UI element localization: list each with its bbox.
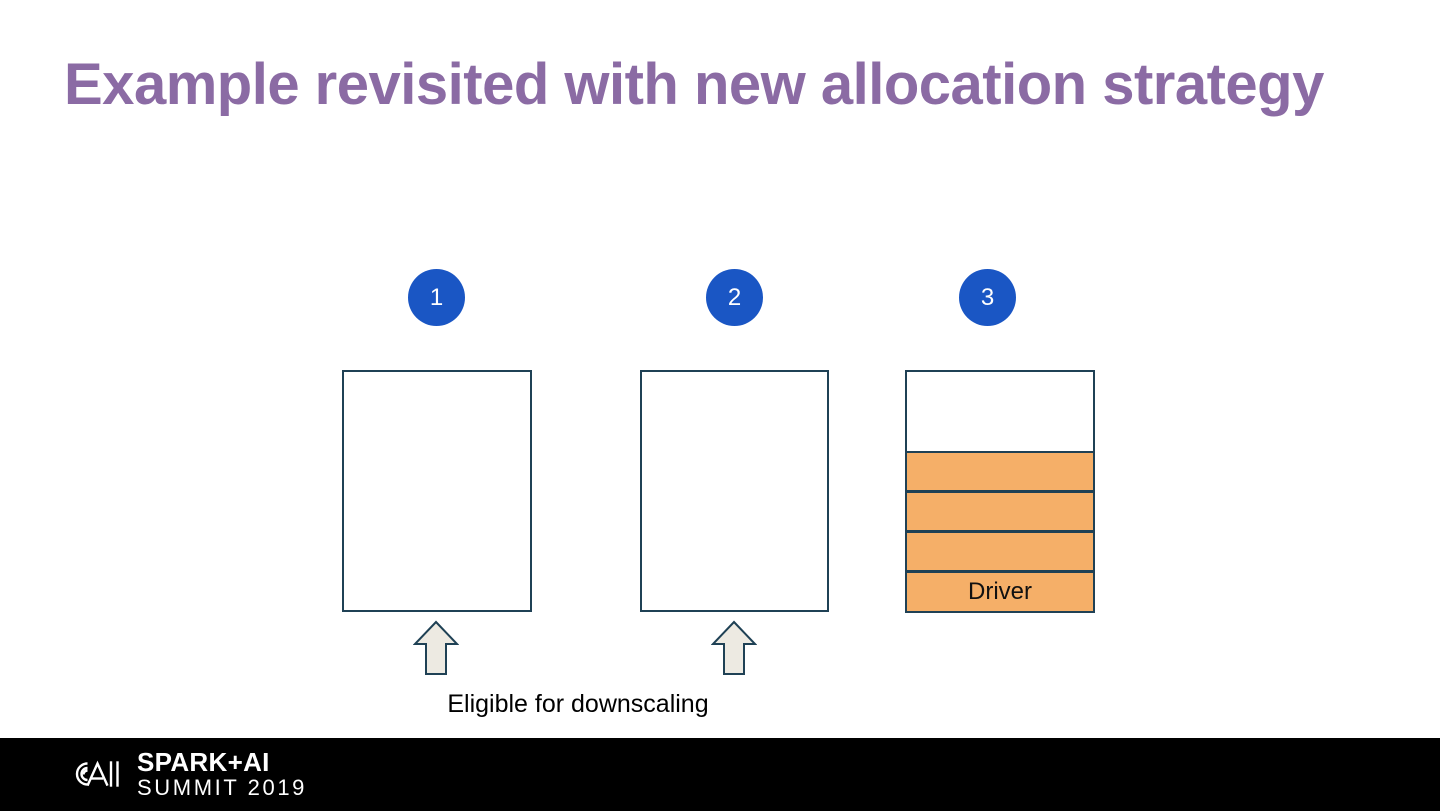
executor-slot-3-2[interactable] [905, 491, 1095, 532]
footer-bar [0, 738, 1440, 811]
page-title: Example revisited with new allocation st… [64, 52, 1324, 117]
executor-box-3[interactable]: Driver [905, 370, 1095, 613]
spark-summit-swirl-icon [75, 760, 119, 787]
executor-box-2[interactable] [640, 370, 829, 612]
executor-slots-1 [344, 372, 530, 610]
up-arrow-icon [710, 620, 758, 675]
logo-wordmark: SPARK+AI SUMMIT 2019 [137, 749, 307, 799]
executor-badge-3: 3 [959, 269, 1016, 326]
logo-line-2: SUMMIT 2019 [137, 775, 308, 800]
spark-summit-logo: SPARK+AI SUMMIT 2019 [66, 749, 307, 799]
up-arrow-2 [710, 620, 758, 676]
up-arrow-icon [412, 620, 460, 675]
executor-badge-2: 2 [706, 269, 763, 326]
up-arrow-1 [412, 620, 460, 676]
executor-box-1[interactable] [342, 370, 532, 612]
executor-slot-3-1[interactable] [905, 451, 1095, 492]
executor-slot-3-driver[interactable]: Driver [905, 571, 1095, 613]
executor-badge-1: 1 [408, 269, 465, 326]
allocation-diagram: 1 2 3 Driver Eligible for do [342, 269, 1095, 718]
logo-line-1: SPARK+AI [137, 747, 270, 777]
executor-slots-2 [642, 372, 827, 610]
downscaling-caption: Eligible for downscaling [447, 690, 709, 718]
executor-slot-3-3[interactable] [905, 531, 1095, 572]
